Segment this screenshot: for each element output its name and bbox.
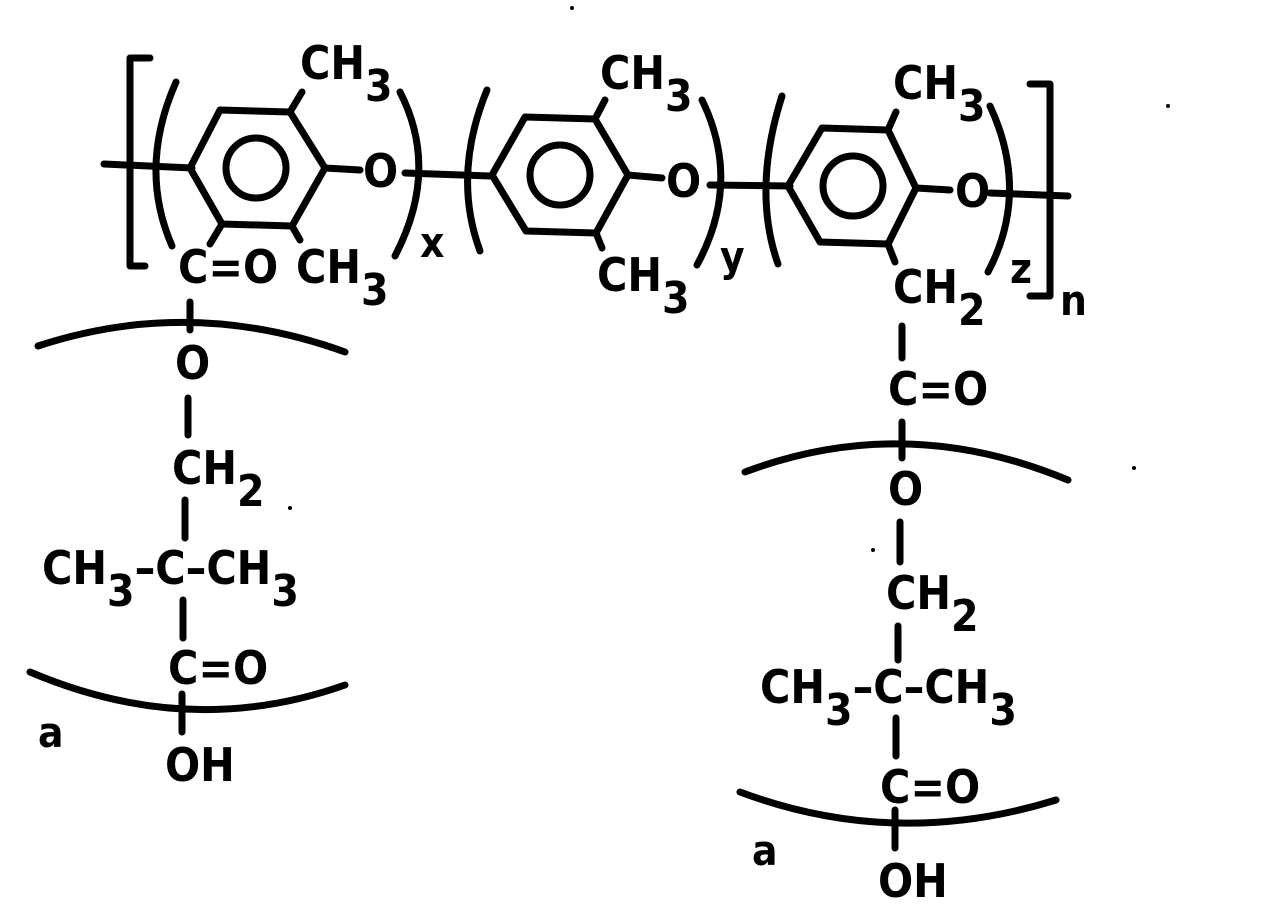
- left-chain-terminal-hydroxyl: OH: [165, 738, 235, 792]
- left-chain-ester-oxygen: O: [175, 336, 211, 390]
- right-chain-methylene: CH2: [886, 566, 979, 642]
- subscript-y: y: [720, 232, 745, 281]
- left-chain-gem-dimethyl-group: CH3–C–CH3: [42, 541, 299, 617]
- ring-x-aromatic-circle: [222, 134, 290, 202]
- left-chain-subscript-a: a: [38, 708, 64, 757]
- right-chain-carbonyl: C=O: [880, 760, 981, 814]
- unit-x-carbonyl: C=O: [178, 240, 279, 294]
- right-chain-terminal-hydroxyl: OH: [878, 854, 948, 908]
- unit-y-bottom-methyl: CH3: [597, 248, 690, 324]
- speck: [1132, 466, 1136, 470]
- subscript-x: x: [420, 218, 445, 267]
- speck: [1166, 104, 1170, 108]
- left-chain-methylene: CH2: [172, 441, 265, 517]
- unit-z-ether-oxygen: O: [955, 164, 991, 218]
- right-side-chain-upper-arc: [741, 440, 1072, 484]
- right-chain-subscript-a: a: [752, 826, 778, 875]
- backbone-bond-left-end: [100, 160, 196, 172]
- ring-x-ether-bond: [321, 164, 364, 174]
- ring-x-methyl2-bond: [288, 222, 304, 244]
- ring-z-hexagon: [784, 124, 920, 248]
- right-chain-gem-dimethyl-group: CH3–C–CH3: [760, 660, 1017, 736]
- paren-y-open: [464, 86, 491, 255]
- paren-z-open: [762, 92, 786, 268]
- left-side-chain-lower-arc: [26, 668, 349, 714]
- ring-y-aromatic-circle: [526, 141, 594, 209]
- paren-x-open: [152, 78, 180, 250]
- ring-y-methyl-bond: [591, 96, 609, 123]
- unit-z-methylene: CH2: [893, 260, 986, 336]
- backbone-bond-right-end: [986, 189, 1072, 200]
- ring-z-aromatic-circle: [819, 152, 887, 220]
- paren-x-close: [391, 88, 423, 260]
- ring-z-methyl-bond: [884, 108, 900, 134]
- ring-y-methyl2-bond: [592, 229, 606, 252]
- right-square-bracket: [1026, 80, 1054, 300]
- ring-z-ether-bond: [912, 184, 954, 194]
- unit-x-ether-oxygen: O: [363, 144, 399, 198]
- right-chain-carbonyl-top: C=O: [888, 362, 989, 416]
- paren-y-close: [693, 96, 725, 269]
- unit-y-top-methyl: CH3: [600, 46, 693, 122]
- unit-x-bottom-methyl: CH3: [296, 240, 389, 316]
- subscript-z: z: [1010, 244, 1032, 293]
- right-chain-ester-oxygen: O: [888, 462, 924, 516]
- left-chain-carbonyl: C=O: [168, 641, 269, 695]
- unit-z-top-methyl: CH3: [893, 56, 986, 132]
- ring-x-hexagon: [186, 106, 329, 230]
- ring-x-carbonyl-bond: [206, 220, 226, 248]
- speck: [288, 506, 292, 510]
- unit-y-ether-oxygen: O: [666, 154, 702, 208]
- ring-y-hexagon: [488, 113, 632, 237]
- subscript-n: n: [1060, 276, 1087, 325]
- speck: [871, 548, 875, 552]
- paren-z-close: [984, 102, 1013, 276]
- ring-y-ether-bond: [624, 171, 666, 182]
- unit-x-top-methyl: CH3: [300, 36, 393, 112]
- ring-x-methyl-bond: [286, 88, 306, 116]
- speck: [570, 6, 574, 10]
- ring-z-methylene-bond: [884, 240, 899, 266]
